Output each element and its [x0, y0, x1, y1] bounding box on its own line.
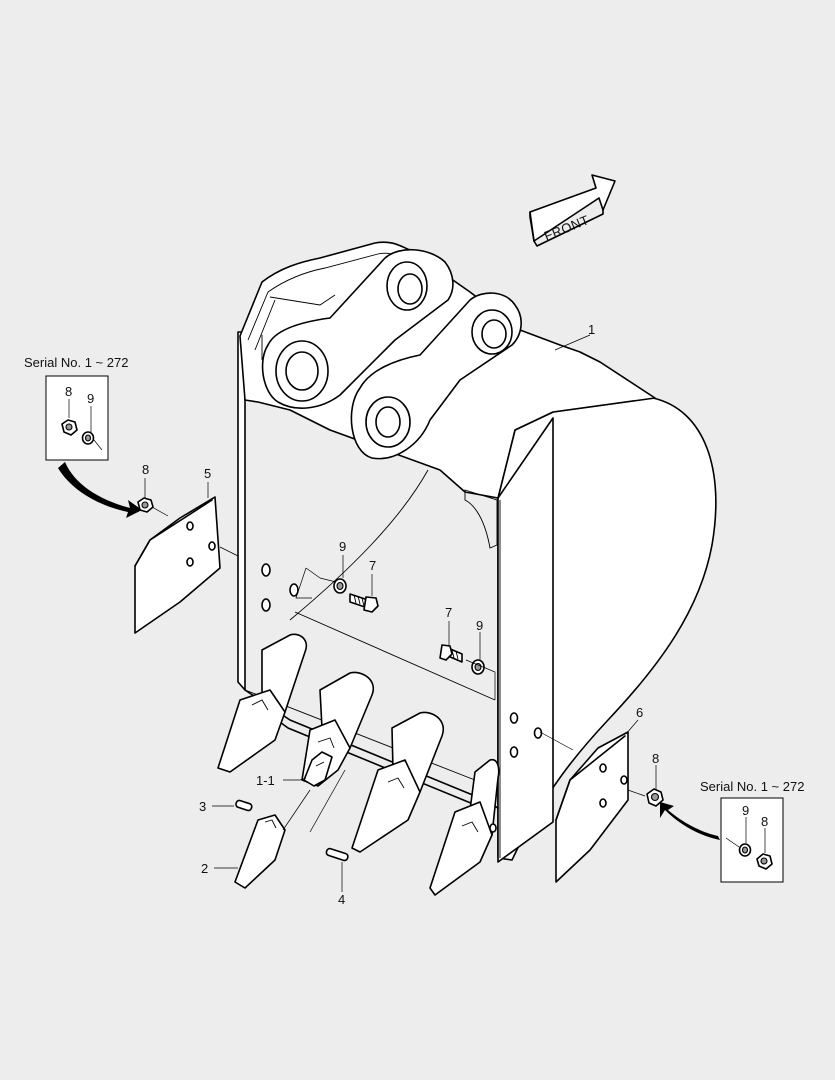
tooth	[429, 758, 500, 896]
callout-1-1: 1-1	[256, 773, 275, 788]
washer-upper	[333, 578, 347, 594]
callout-5: 5	[204, 466, 211, 481]
callout-8-left: 8	[142, 462, 149, 477]
bolt-lower	[439, 644, 463, 663]
exploded-pin	[235, 799, 253, 812]
callout-3: 3	[199, 799, 206, 814]
serial-right-label-8: 8	[761, 814, 768, 829]
bolt-upper	[349, 593, 379, 613]
callout-1: 1	[588, 322, 595, 337]
serial-right-label-9: 9	[742, 803, 749, 818]
serial-left-label-9: 9	[87, 391, 94, 406]
exploded-tooth-adapter	[303, 751, 333, 787]
callout-8-right: 8	[652, 751, 659, 766]
callout-9-lower: 9	[476, 618, 483, 633]
tooth-row	[217, 633, 500, 896]
serial-left-title: Serial No. 1 ~ 272	[24, 355, 128, 370]
exploded-lock	[325, 847, 349, 862]
callout-7-lower: 7	[445, 605, 452, 620]
curved-arrow-right	[660, 802, 720, 840]
tooth	[217, 633, 308, 773]
callout-4: 4	[338, 892, 345, 907]
callout-6: 6	[636, 705, 643, 720]
side-cutter-left	[134, 496, 239, 634]
right-side-plate	[497, 417, 554, 863]
serial-box-left	[45, 375, 109, 461]
side-cutter-right	[539, 731, 629, 883]
curved-arrow-left	[58, 462, 142, 518]
callout-7-upper: 7	[369, 558, 376, 573]
serial-right-title: Serial No. 1 ~ 272	[700, 779, 804, 794]
exploded-tooth-point	[234, 814, 286, 889]
callout-2: 2	[201, 861, 208, 876]
bucket	[237, 241, 717, 863]
tooth	[351, 711, 445, 853]
serial-left-label-8: 8	[65, 384, 72, 399]
nut-right	[646, 788, 664, 807]
front-arrow: FRONT	[529, 174, 616, 247]
callout-9-upper: 9	[339, 539, 346, 554]
serial-box-right	[720, 797, 784, 883]
